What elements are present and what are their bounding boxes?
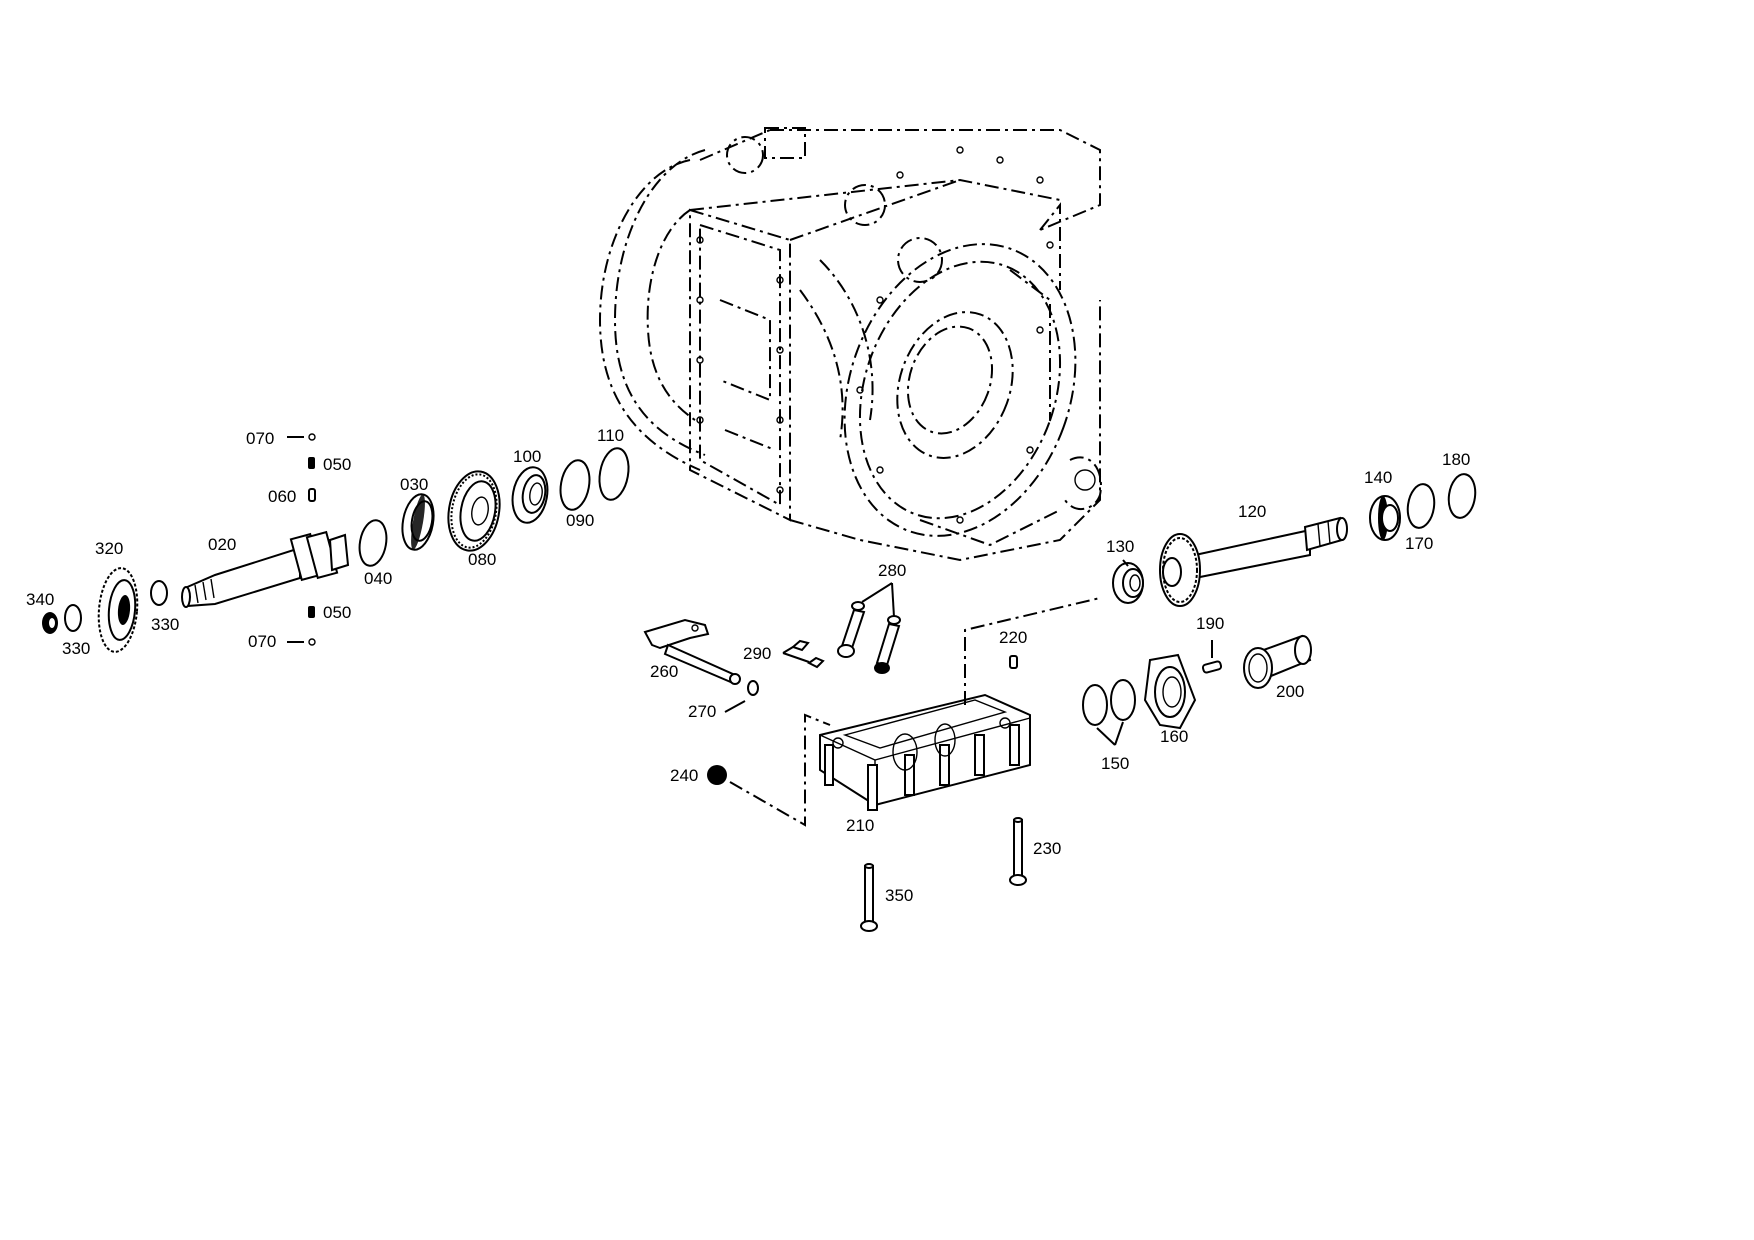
part-340-nut	[42, 612, 58, 634]
transmission-housing	[598, 127, 1102, 562]
label-030: 030	[400, 475, 428, 494]
part-040-ring	[358, 519, 388, 567]
assembly-line-plug	[729, 713, 831, 827]
leader-lines	[724, 559, 1213, 746]
label-170: 170	[1405, 534, 1433, 553]
part-060	[308, 488, 316, 502]
label-070-bottom: 070	[248, 632, 276, 651]
part-330-ring-left	[64, 604, 82, 632]
part-150-ring-b	[1110, 679, 1136, 721]
part-050-top	[308, 457, 315, 469]
part-210-cover	[819, 693, 1031, 811]
label-260: 260	[650, 662, 678, 681]
part-130-bearing	[1112, 562, 1144, 604]
label-230: 230	[1033, 839, 1061, 858]
label-280: 280	[878, 561, 906, 580]
label-080: 080	[468, 550, 496, 569]
label-120: 120	[1238, 502, 1266, 521]
part-230-bolt	[1009, 817, 1027, 886]
label-050-bottom: 050	[323, 603, 351, 622]
part-350-bolt	[860, 863, 878, 932]
part-050-bottom	[308, 606, 315, 618]
label-200: 200	[1276, 682, 1304, 701]
label-340: 340	[26, 590, 54, 609]
part-270-ring	[747, 680, 759, 696]
part-220-pin	[1009, 655, 1018, 669]
part-280-bolt-a	[837, 601, 866, 658]
label-050-top: 050	[323, 455, 351, 474]
label-210: 210	[846, 816, 874, 835]
label-160: 160	[1160, 727, 1188, 746]
label-110: 110	[597, 426, 624, 445]
label-290: 290	[743, 644, 771, 663]
part-030-ring	[401, 493, 435, 551]
assembly-line-cover	[964, 597, 1101, 705]
part-140-seal	[1369, 495, 1401, 541]
label-040: 040	[364, 569, 392, 588]
label-320: 320	[95, 539, 123, 558]
label-100: 100	[513, 447, 541, 466]
label-060: 060	[268, 487, 296, 506]
label-240: 240	[670, 766, 698, 785]
part-260-lever	[643, 618, 741, 685]
part-110-ring	[598, 447, 630, 501]
label-350: 350	[885, 886, 913, 905]
part-290-clips	[791, 639, 825, 669]
part-070-top	[287, 433, 316, 441]
label-270: 270	[688, 702, 716, 721]
label-150: 150	[1101, 754, 1129, 773]
part-170-ring	[1406, 483, 1436, 529]
label-220: 220	[999, 628, 1027, 647]
label-070-top: 070	[246, 429, 274, 448]
label-090: 090	[566, 511, 594, 530]
label-330-right: 330	[151, 615, 179, 634]
part-070-bottom	[287, 638, 316, 646]
part-180-ring	[1447, 473, 1477, 519]
part-240-plug	[707, 765, 727, 785]
part-200-sleeve	[1243, 634, 1312, 689]
label-190: 190	[1196, 614, 1224, 633]
part-100-bearing	[511, 466, 549, 524]
part-320-gear	[97, 567, 139, 653]
label-020: 020	[208, 535, 236, 554]
label-130: 130	[1106, 537, 1134, 556]
label-330-left: 330	[62, 639, 90, 658]
part-330-ring-right	[150, 580, 168, 606]
part-090-ring	[559, 459, 591, 511]
part-150-ring-a	[1082, 684, 1108, 726]
part-160-flange	[1143, 653, 1197, 730]
part-020-input-shaft	[181, 530, 350, 608]
label-140: 140	[1364, 468, 1392, 487]
part-labels: 070 050 060 050 070 020 030 040 080 100 …	[26, 426, 1470, 905]
part-190-pin	[1201, 660, 1223, 674]
part-120-shaft-gear	[1159, 516, 1348, 607]
label-180: 180	[1442, 450, 1470, 469]
part-280-bolt-b	[874, 615, 901, 674]
part-080-gear	[447, 470, 501, 552]
